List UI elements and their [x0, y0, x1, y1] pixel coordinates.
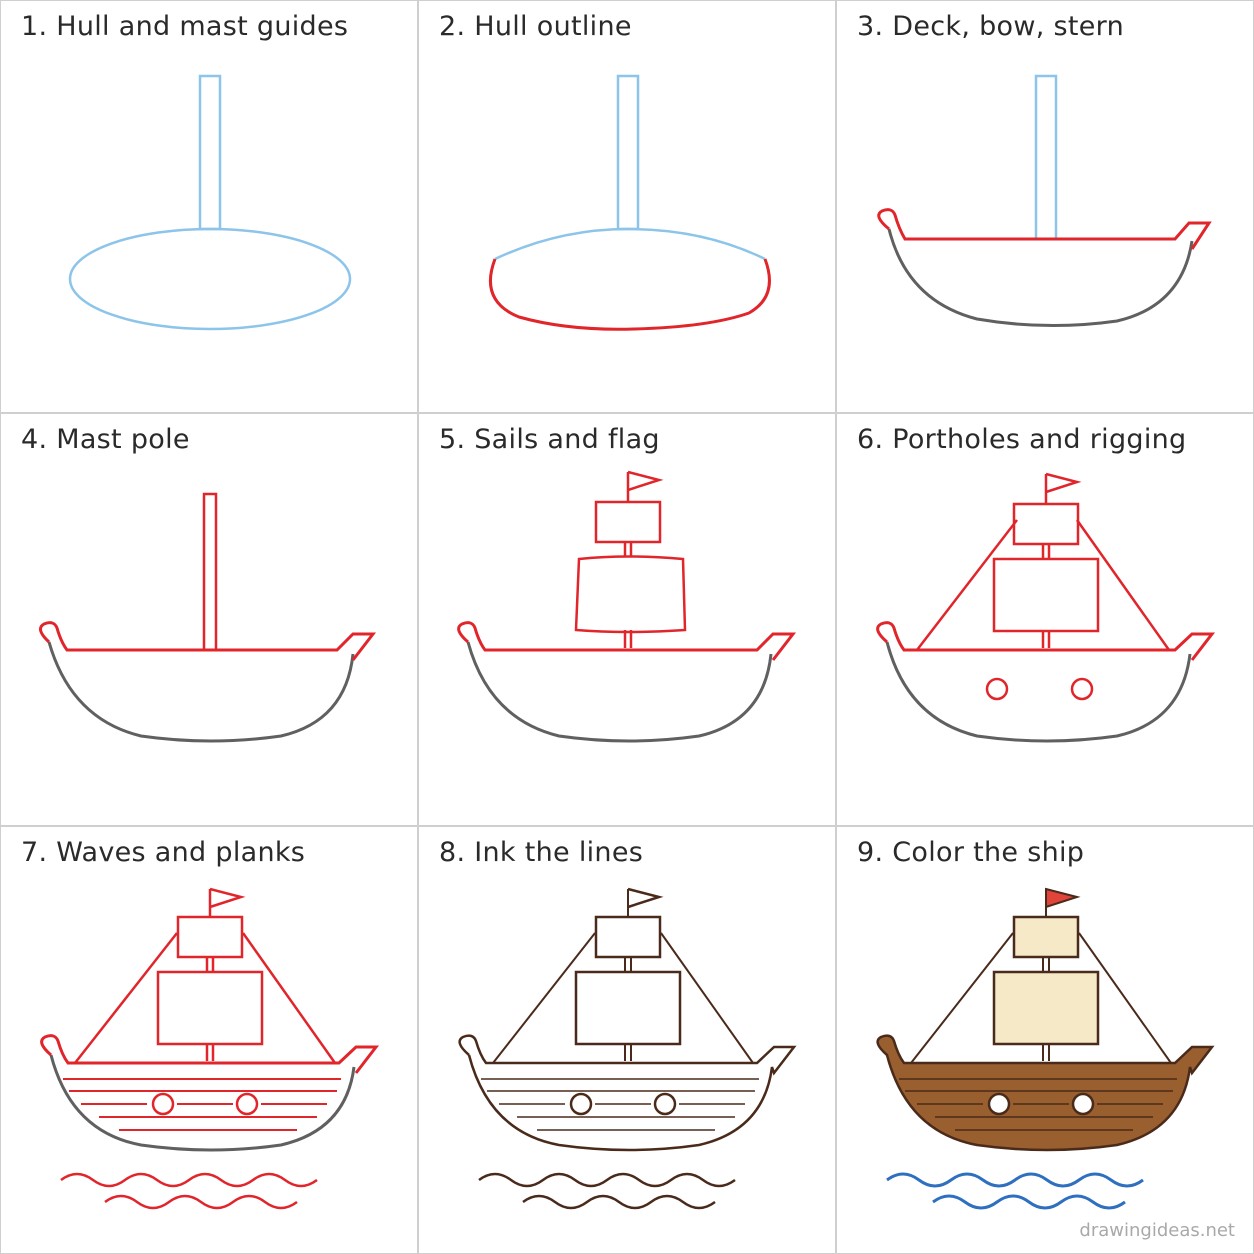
step-panel-2: 2. Hull outline	[418, 0, 836, 413]
step-title-3: 3. Deck, bow, stern	[857, 11, 1124, 42]
step-panel-3: 3. Deck, bow, stern	[836, 0, 1254, 413]
step-6-drawing	[876, 472, 1216, 743]
step-1-drawing	[68, 74, 352, 331]
step-4-drawing	[38, 492, 377, 743]
step-2-drawing	[489, 74, 771, 331]
step-panel-1: 1. Hull and mast guides	[0, 0, 418, 413]
step-title-6: 6. Portholes and rigging	[857, 424, 1187, 455]
step-title-9: 9. Color the ship	[857, 837, 1085, 868]
step-7-drawing	[40, 887, 380, 1210]
step-title-4: 4. Mast pole	[21, 424, 190, 455]
step-8-drawing	[458, 887, 797, 1210]
step-title-5: 5. Sails and flag	[439, 424, 660, 455]
step-panel-9: 9. Color the ship	[836, 826, 1254, 1254]
step-3-drawing	[877, 74, 1212, 328]
step-title-2: 2. Hull outline	[439, 11, 632, 42]
step-title-8: 8. Ink the lines	[439, 837, 644, 868]
step-panel-7: 7. Waves and planks	[0, 826, 418, 1254]
step-panel-8: 8. Ink the lines	[418, 826, 836, 1254]
step-title-1: 1. Hull and mast guides	[21, 11, 349, 42]
step-5-drawing	[457, 470, 797, 743]
watermark: drawingideas.net	[1079, 1220, 1235, 1241]
step-panel-5: 5. Sails and flag	[418, 413, 836, 826]
step-9-drawing	[876, 887, 1215, 1210]
step-panel-6: 6. Portholes and rigging	[836, 413, 1254, 826]
step-title-7: 7. Waves and planks	[21, 837, 306, 868]
step-panel-4: 4. Mast pole	[0, 413, 418, 826]
